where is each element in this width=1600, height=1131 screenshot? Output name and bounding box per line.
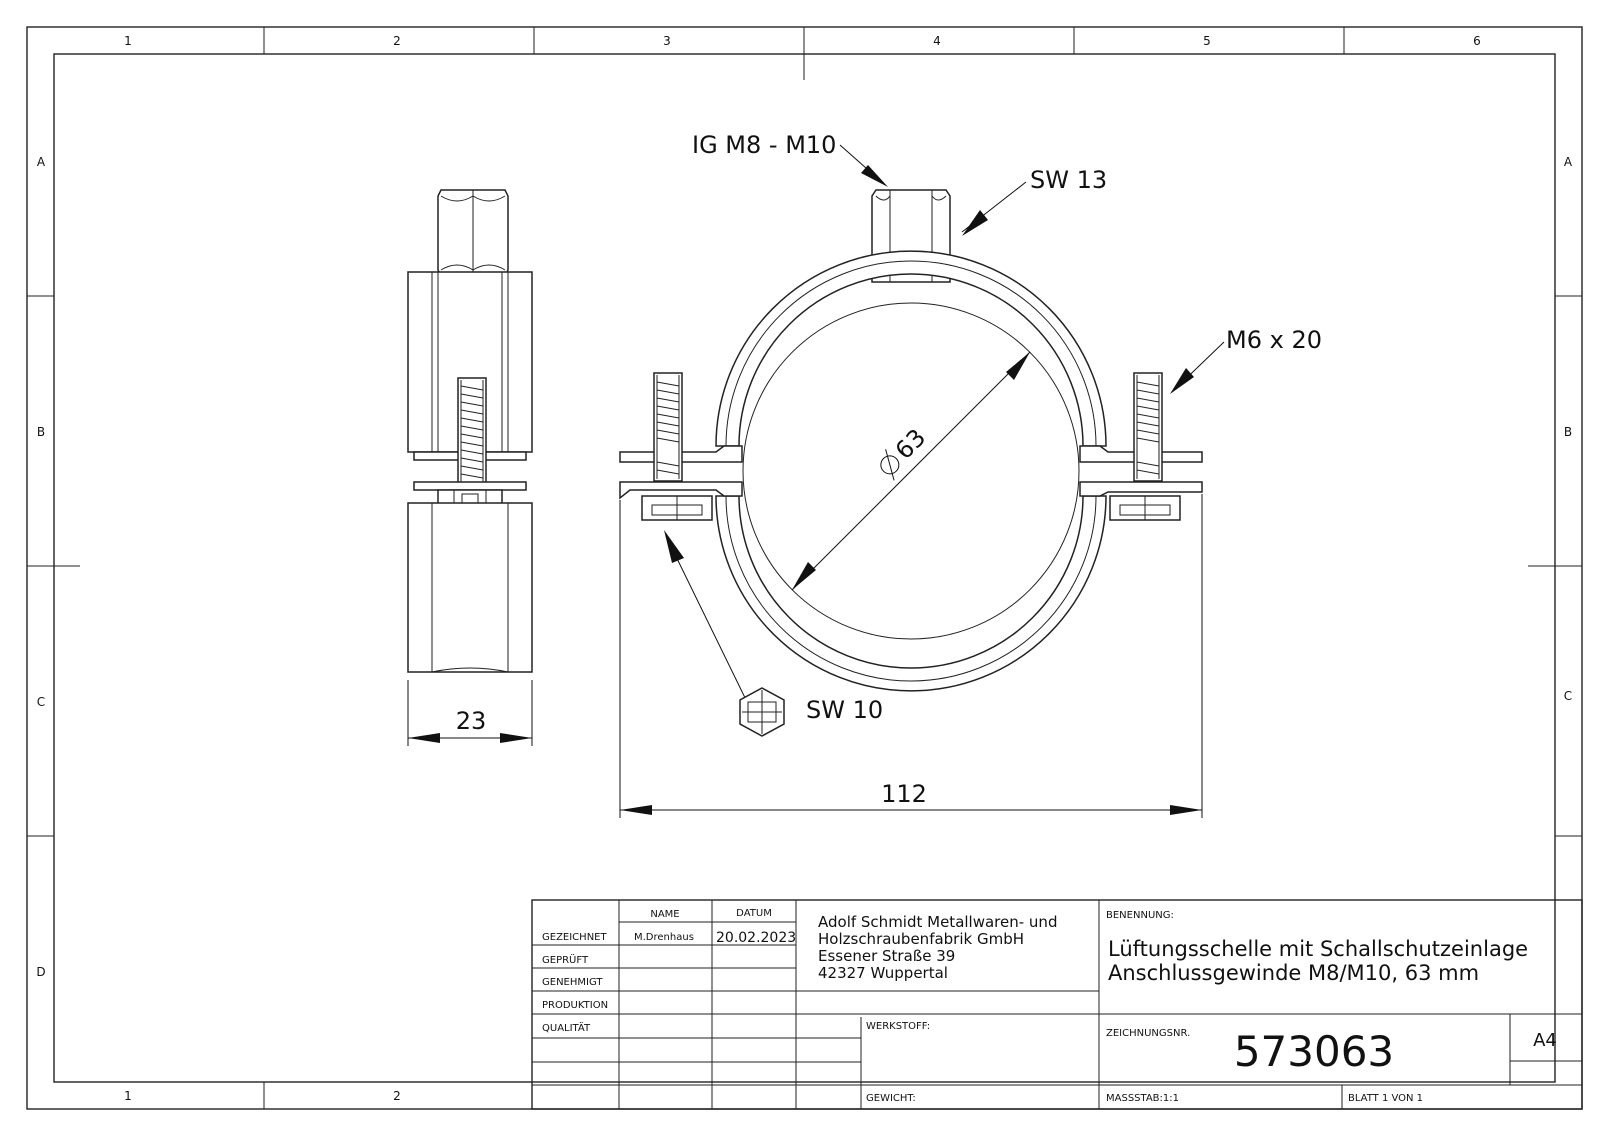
zone-col-1-top: 1 xyxy=(124,34,132,48)
side-view-lower-band xyxy=(407,502,533,673)
callout-sw10-label: SW 10 xyxy=(806,696,883,724)
front-view-inner-circle xyxy=(742,302,1080,640)
callout-m6: M6 x 20 xyxy=(1170,326,1322,394)
zone-col-2-top: 2 xyxy=(393,34,401,48)
zone-row-a-right: A xyxy=(1564,155,1573,169)
gewicht-label: GEWICHT: xyxy=(866,1093,916,1104)
front-view-upper-band xyxy=(715,250,1107,447)
zone-col-4-top: 4 xyxy=(933,34,941,48)
zone-row-b-left: B xyxy=(37,425,45,439)
side-view-screw xyxy=(457,377,487,485)
zone-row-c-left: C xyxy=(37,695,45,709)
dimension-diameter: 63 xyxy=(791,351,1031,591)
header-date: DATUM xyxy=(736,908,772,919)
drawn-date: 20.02.2023 xyxy=(716,930,796,946)
format-a4: A4 xyxy=(1533,1030,1557,1051)
company-line-4: 42327 Wuppertal xyxy=(818,964,948,982)
zone-col-3-top: 3 xyxy=(663,34,671,48)
zone-row-d-left: D xyxy=(36,965,45,979)
company-line-3: Essener Straße 39 xyxy=(818,947,955,965)
zone-row-c-right: C xyxy=(1564,689,1572,703)
front-view-lower-band xyxy=(715,495,1107,692)
title-line-1: Lüftungsschelle mit Schallschutzeinlage xyxy=(1108,937,1528,961)
callout-sw13: SW 13 xyxy=(961,166,1107,236)
company-line-2: Holzschraubenfabrik GmbH xyxy=(818,930,1024,948)
dimension-label-112: 112 xyxy=(881,780,927,808)
front-view-right-screw xyxy=(1109,372,1181,521)
benennung-label: BENENNUNG: xyxy=(1106,910,1174,921)
role-geprueft: GEPRÜFT xyxy=(542,953,589,966)
dimension-width-side: 23 xyxy=(407,680,533,746)
drawn-by: M.Drenhaus xyxy=(634,932,694,943)
werkstoff-label: WERKSTOFF: xyxy=(866,1021,930,1032)
side-view-hex-nut xyxy=(437,189,509,277)
side-view: 23 xyxy=(407,189,533,746)
drawing-number: 573063 xyxy=(1234,1027,1394,1076)
callout-sw10: SW 10 xyxy=(664,530,883,737)
zone-col-6-top: 6 xyxy=(1473,34,1481,48)
zeichnungsnr-label: ZEICHNUNGSNR. xyxy=(1106,1028,1190,1039)
callout-m6-label: M6 x 20 xyxy=(1226,326,1322,354)
zone-row-b-right: B xyxy=(1564,425,1572,439)
callout-ig: IG M8 - M10 xyxy=(692,131,888,187)
header-name: NAME xyxy=(650,909,679,920)
title-block: NAME DATUM GEZEICHNET GEPRÜFT GENEHMIGT … xyxy=(531,899,1583,1110)
callout-ig-label: IG M8 - M10 xyxy=(692,131,836,159)
zone-row-a-left: A xyxy=(37,155,46,169)
dimension-label-23: 23 xyxy=(456,707,487,735)
callout-sw13-label: SW 13 xyxy=(1030,166,1107,194)
dimension-width-front: 112 xyxy=(619,494,1203,818)
front-view-lower-flanges xyxy=(619,481,1203,500)
side-view-lower-flange xyxy=(413,481,527,491)
role-gezeichnet: GEZEICHNET xyxy=(542,932,607,943)
zone-col-1-bottom: 1 xyxy=(124,1089,132,1103)
title-line-2: Anschlussgewinde M8/M10, 63 mm xyxy=(1108,961,1479,985)
front-view: 63 112 xyxy=(619,189,1203,818)
company-line-1: Adolf Schmidt Metallwaren- und xyxy=(818,913,1057,931)
side-view-upper-band xyxy=(407,271,533,453)
front-view-left-screw xyxy=(641,372,713,521)
hex-socket-icon xyxy=(739,687,785,737)
blatt: BLATT 1 VON 1 xyxy=(1348,1093,1423,1104)
massstab: MASSSTAB:1:1 xyxy=(1106,1093,1179,1104)
role-produktion: PRODUKTION xyxy=(542,1000,608,1011)
zone-col-5-top: 5 xyxy=(1203,34,1211,48)
zone-col-2-bottom: 2 xyxy=(393,1089,401,1103)
role-qualitaet: QUALITÄT xyxy=(542,1021,591,1034)
role-genehmigt: GENEHMIGT xyxy=(542,977,603,988)
